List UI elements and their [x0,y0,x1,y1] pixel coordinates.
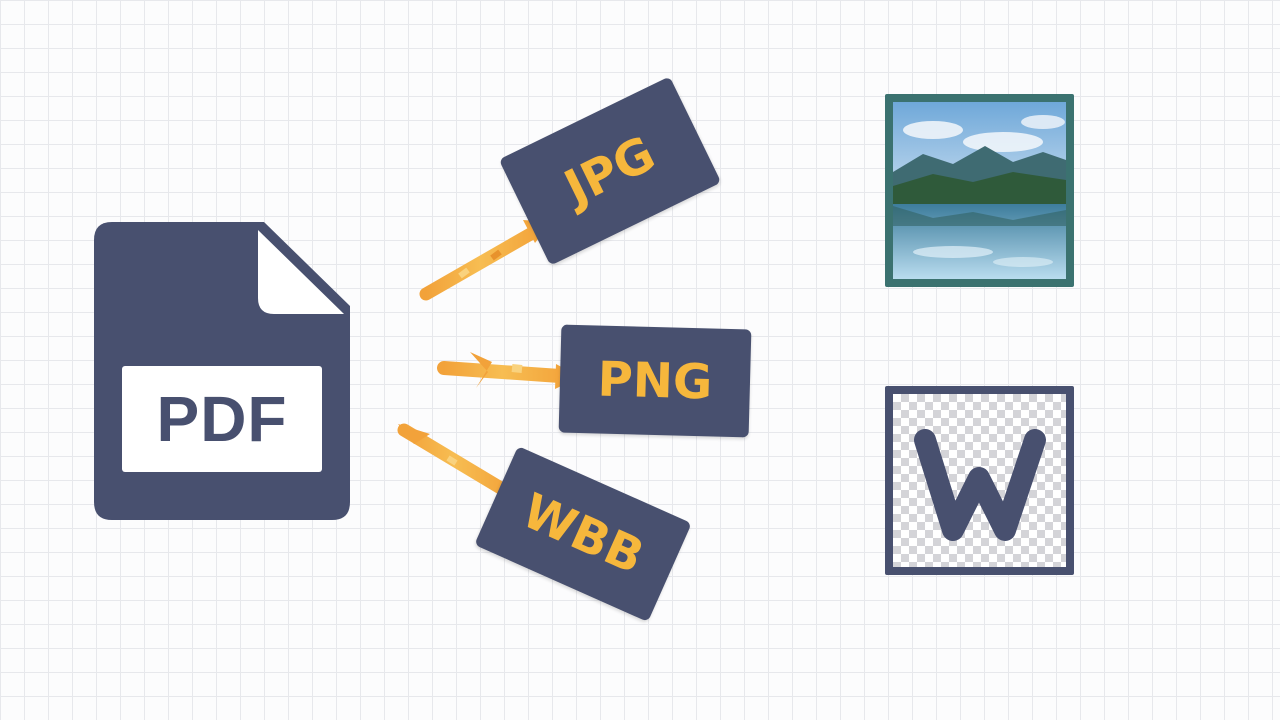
landscape-image-icon [885,94,1074,287]
wbb-label: WBB [514,482,652,586]
jpg-label: JPG [556,125,664,217]
arrow-icon [419,220,551,301]
png-tag: PNG [558,324,752,438]
transparent-w-icon [885,386,1074,575]
png-label: PNG [596,351,714,411]
pdf-label: PDF [122,366,322,472]
